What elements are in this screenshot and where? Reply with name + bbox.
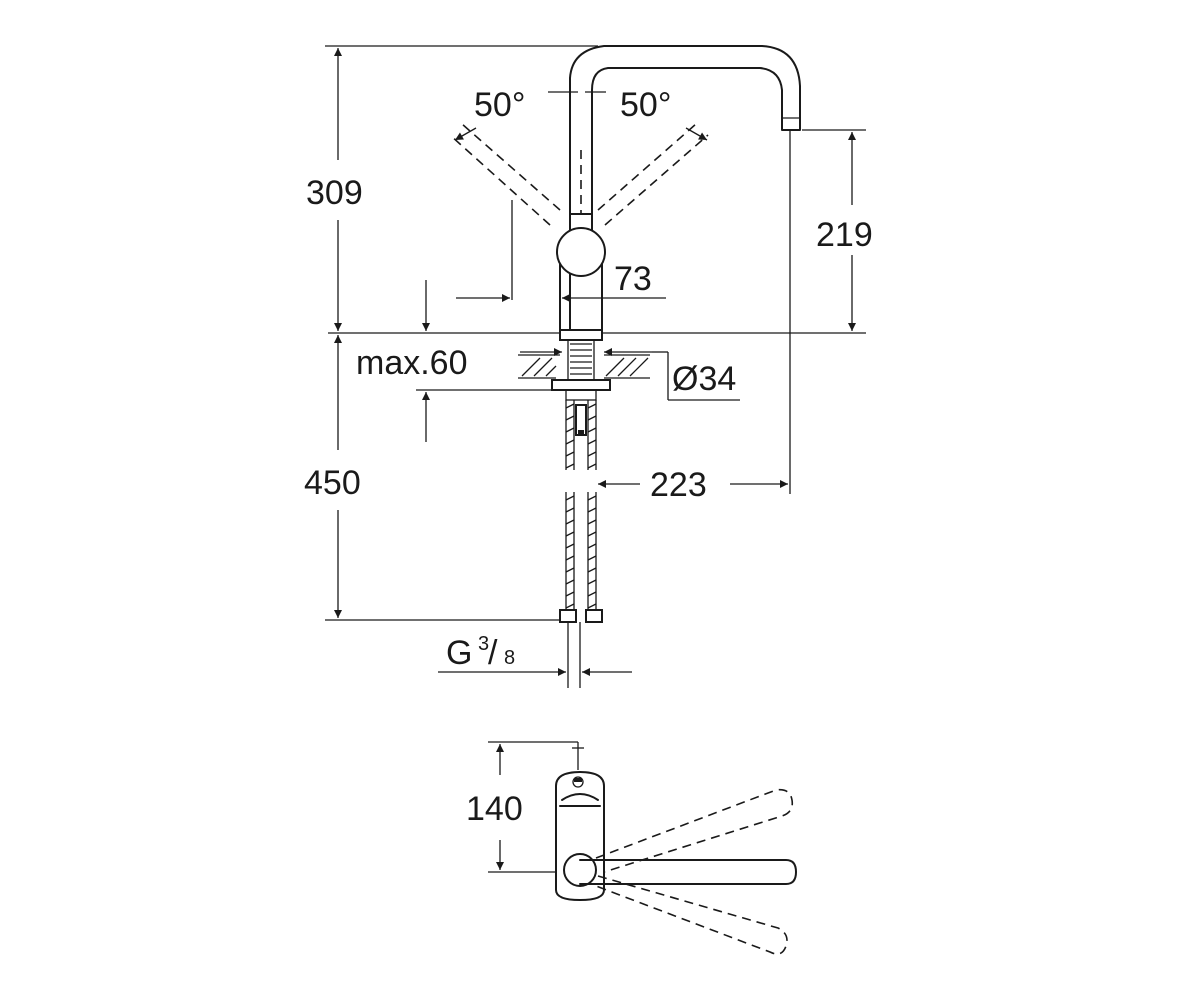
body-diameter-label: 73 bbox=[614, 260, 652, 298]
lever-swing-left bbox=[449, 123, 561, 226]
thread-slash: / bbox=[488, 634, 498, 672]
lever-hub bbox=[556, 227, 606, 277]
spout-reach-label: 223 bbox=[650, 466, 707, 504]
lever-swing-right bbox=[597, 123, 709, 226]
top-view-depth-label: 140 bbox=[466, 790, 523, 828]
spout bbox=[569, 45, 801, 331]
top-view-lever-swing-down bbox=[595, 875, 788, 955]
thread-denominator: 8 bbox=[504, 647, 515, 669]
deck-thickness-label: max.60 bbox=[356, 344, 468, 382]
top-view: 140 bbox=[466, 741, 797, 955]
hole-diameter-label: Ø34 bbox=[672, 360, 736, 398]
side-view: 50° 50° 73 bbox=[304, 45, 873, 688]
spout-height-label: 219 bbox=[816, 216, 873, 254]
faucet-body bbox=[559, 259, 603, 331]
angle-right-label: 50° bbox=[620, 86, 671, 124]
mounting-shank bbox=[551, 329, 611, 401]
connection-thread-label: G bbox=[446, 634, 472, 672]
top-view-lever-swing-up bbox=[595, 788, 794, 873]
deck-section bbox=[518, 354, 650, 379]
height-total-label: 309 bbox=[306, 174, 363, 212]
top-view-lever bbox=[579, 859, 797, 885]
hose-length-label: 450 bbox=[304, 464, 361, 502]
thread-numerator: 3 bbox=[478, 633, 489, 655]
top-view-body bbox=[555, 771, 605, 901]
supply-hoses bbox=[559, 400, 603, 623]
angle-left-label: 50° bbox=[474, 86, 525, 124]
